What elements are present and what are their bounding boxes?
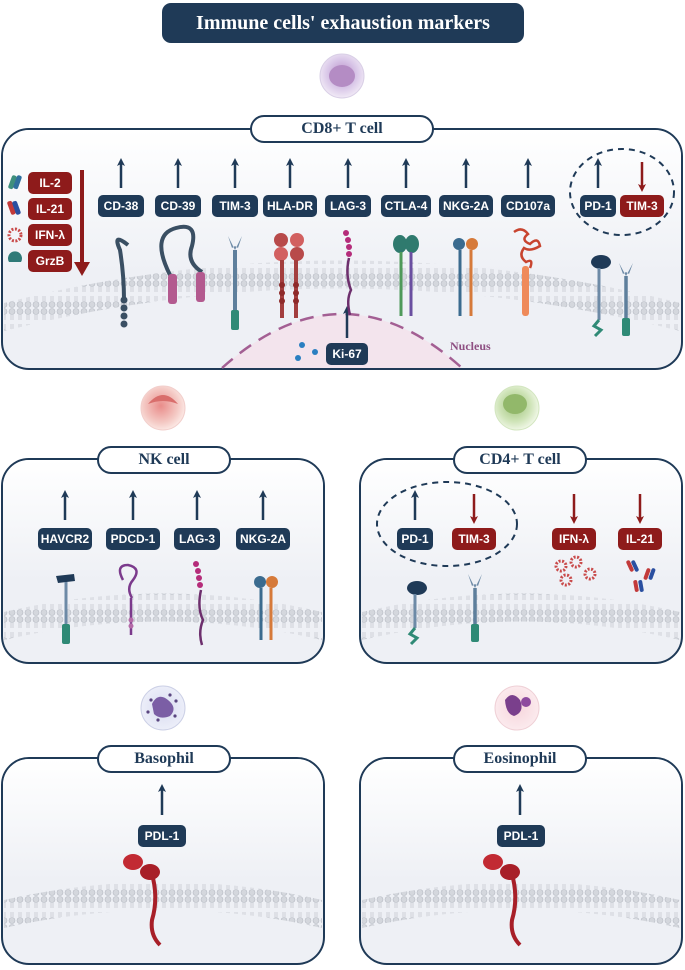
cd8-down-label-il21: IL-21 bbox=[28, 198, 72, 220]
grzb-icon bbox=[8, 251, 23, 262]
ifn-cytokines bbox=[554, 555, 597, 587]
nk-marker-lag3: LAG-3 bbox=[174, 528, 220, 550]
nk-nkg2a-protein bbox=[254, 576, 278, 640]
nk-cell-icon bbox=[140, 385, 186, 431]
cd4-title: CD4+ T cell bbox=[453, 446, 587, 474]
cd8-down-label-ifn: IFN-λ bbox=[28, 224, 72, 246]
nkg2a-protein bbox=[453, 238, 478, 316]
ctla4-protein bbox=[393, 235, 419, 316]
cd8-marker-lag3: LAG-3 bbox=[325, 195, 371, 217]
nk-up-arrows bbox=[61, 490, 267, 520]
basophil-pdl1-protein bbox=[123, 854, 162, 947]
il21-icon bbox=[7, 200, 21, 215]
cd4-pair-dashed-circle bbox=[376, 481, 518, 567]
cd8-marker-ctla4: CTLA-4 bbox=[381, 195, 431, 217]
cd8-title: CD8+ T cell bbox=[250, 115, 434, 143]
cd4-down-arrows bbox=[470, 494, 644, 524]
tim3-protein-2 bbox=[619, 263, 633, 336]
il2-icon bbox=[8, 175, 22, 190]
il21-cytokines bbox=[626, 560, 656, 592]
cd8-marker-pd1: PD-1 bbox=[580, 195, 616, 217]
cd8-up-arrows bbox=[117, 158, 602, 338]
cd8-marker-hladr: HLA-DR bbox=[263, 195, 317, 217]
eosinophil-cell-icon bbox=[494, 685, 540, 731]
pd1-protein bbox=[591, 255, 611, 338]
tim3-protein bbox=[228, 236, 242, 330]
havcr2-protein bbox=[56, 574, 75, 644]
cd107a-protein bbox=[513, 228, 542, 316]
cd38-protein bbox=[115, 237, 130, 328]
cd8-down-label-grzb: GrzB bbox=[28, 250, 72, 272]
eosinophil-title: Eosinophil bbox=[453, 745, 587, 773]
cd8-marker-tim3: TIM-3 bbox=[212, 195, 258, 217]
cd4-cell-icon bbox=[494, 385, 540, 431]
ifn-icon bbox=[7, 227, 23, 243]
basophil-cell-icon bbox=[140, 685, 186, 731]
eosinophil-membrane bbox=[362, 882, 680, 928]
cd4-marker-il21: IL-21 bbox=[618, 528, 662, 550]
basophil-title: Basophil bbox=[97, 745, 231, 773]
nk-marker-havcr2: HAVCR2 bbox=[38, 528, 92, 550]
nk-membrane bbox=[4, 593, 322, 640]
cd4-marker-tim3: TIM-3 bbox=[452, 528, 496, 550]
cd8-marker-nkg2a: NKG-2A bbox=[439, 195, 493, 217]
nk-lag3-protein bbox=[193, 561, 205, 646]
cd8-marker-cd39: CD-39 bbox=[155, 195, 201, 217]
eosinophil-pdl1-protein bbox=[483, 854, 522, 947]
cd4-pd1-protein bbox=[407, 581, 427, 646]
cd8-down-label-il2: IL-2 bbox=[28, 172, 72, 194]
cd4-membrane bbox=[362, 593, 680, 640]
cd8-marker-cd38: CD-38 bbox=[98, 195, 144, 217]
cd8-cell-icon bbox=[319, 53, 365, 99]
nucleus-label: Nucleus bbox=[450, 339, 491, 353]
nk-marker-pdcd1: PDCD-1 bbox=[106, 528, 160, 550]
basophil-membrane bbox=[4, 882, 322, 928]
nk-marker-nkg2a: NKG-2A bbox=[236, 528, 290, 550]
cd8-down-arrow bbox=[74, 170, 90, 276]
cd8-marker-tim3-down: TIM-3 bbox=[620, 195, 664, 217]
cd4-marker-pd1: PD-1 bbox=[397, 528, 433, 550]
basophil-panel bbox=[1, 757, 325, 965]
lag3-protein bbox=[343, 230, 353, 316]
basophil-marker-pdl1: PDL-1 bbox=[138, 825, 186, 847]
eosinophil-marker-pdl1: PDL-1 bbox=[497, 825, 545, 847]
cd4-tim3-protein bbox=[468, 574, 482, 642]
nk-title: NK cell bbox=[97, 446, 231, 474]
eosinophil-panel bbox=[359, 757, 683, 965]
cd8-nucleus bbox=[221, 312, 463, 369]
cd4-marker-ifn: IFN-λ bbox=[552, 528, 596, 550]
cd39-protein bbox=[159, 224, 205, 304]
cd8-marker-cd107a: CD107a bbox=[501, 195, 555, 217]
figure-title: Immune cells' exhaustion markers bbox=[162, 3, 524, 43]
cd8-nuclear-marker-ki67: Ki-67 bbox=[326, 343, 368, 365]
pdcd1-protein bbox=[118, 563, 138, 635]
hladr-protein bbox=[274, 233, 304, 318]
cd8-pair-dashed-circle bbox=[569, 148, 675, 236]
